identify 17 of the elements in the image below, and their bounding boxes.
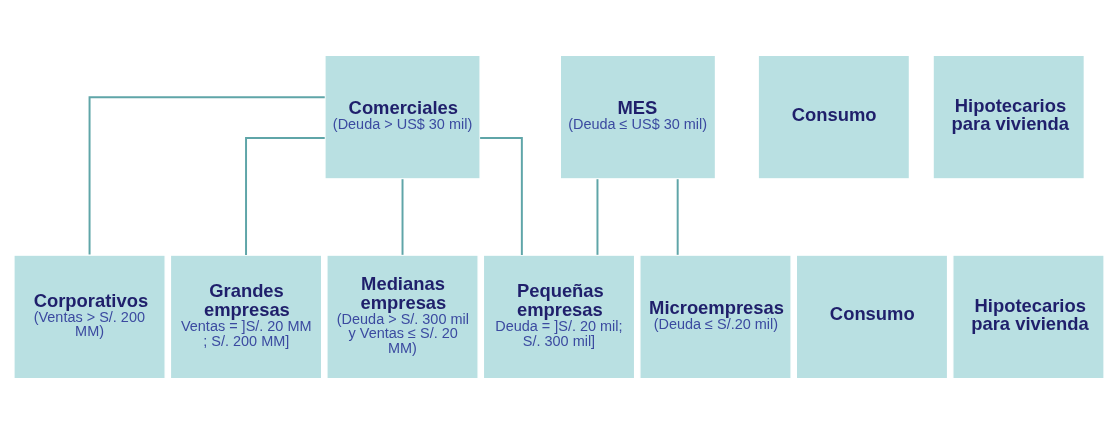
node-box: Comerciales (Deuda > US$ 30 mil) [324,54,481,180]
node-box: Medianas empresas (Deuda > S/. 300 mil y Ventas ≤ S/. 20 MM) [326,254,479,380]
connector [479,137,523,256]
connector [401,178,404,256]
connector [676,178,679,256]
node-box: Consumo [795,254,949,380]
node-box: Consumo [757,54,911,180]
node-box: Corporativos (Ventas > S/. 200 MM) [13,254,166,380]
connector [245,137,326,256]
node-box: Microempresas (Deuda ≤ S/.20 mil) [639,254,792,380]
connector [88,96,326,256]
node-box: Hipotecarios para vivienda [952,254,1105,380]
connector [596,178,599,256]
node-box: Hipotecarios para vivienda [932,54,1085,180]
node-box: Pequeñas empresas Deuda = ]S/. 20 mil; S/. 300 mil] [482,254,636,380]
node-box: Grandes empresas Ventas = ]S/. 20 MM ; S/. 200 MM] [169,254,323,380]
node-box: MES (Deuda ≤ US$ 30 mil) [559,54,717,180]
